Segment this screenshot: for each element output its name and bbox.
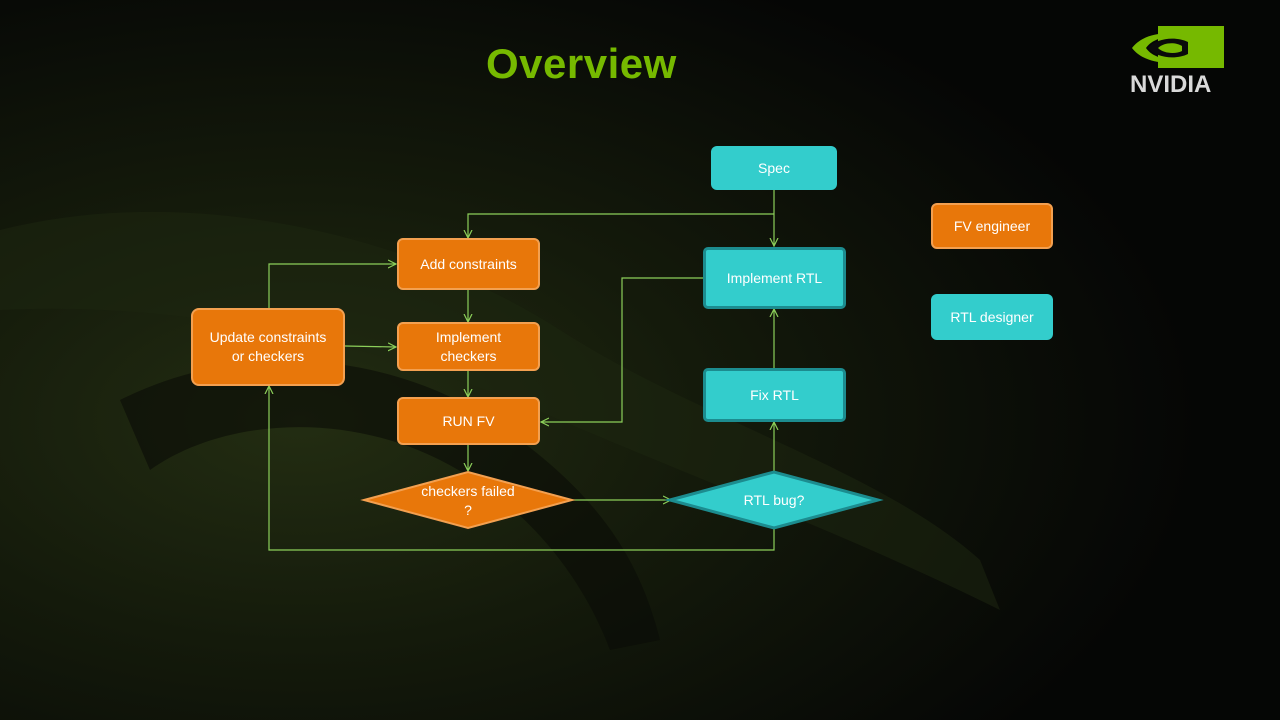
spec-box: Spec: [711, 146, 837, 190]
legend-fv-engineer: FV engineer: [931, 203, 1053, 249]
implement-rtl-label: Implement RTL: [726, 269, 823, 286]
implement-checkers-box: Implement checkers: [397, 322, 540, 371]
fix-rtl-box: Fix RTL: [703, 368, 846, 422]
logo-wordmark: NVIDIA: [1130, 71, 1211, 98]
legend-rtl-designer-label: RTL designer: [950, 308, 1034, 325]
spec-label: Spec: [758, 159, 790, 176]
checkers-failed-label: checkers failed ?: [421, 483, 515, 518]
legend-fv-engineer-label: FV engineer: [953, 217, 1031, 234]
page-title: Overview: [486, 40, 677, 87]
update-constraints-box: Update constraints or checkers: [191, 308, 345, 386]
rtl-bug-label: RTL bug?: [743, 491, 805, 508]
add-constraints-box: Add constraints: [397, 238, 540, 290]
update-constraints-label: Update constraints or checkers: [209, 329, 327, 364]
implement-checkers-label: Implement checkers: [435, 328, 502, 364]
run-fv-label: RUN FV: [442, 412, 495, 429]
legend-rtl-designer: RTL designer: [931, 294, 1053, 340]
run-fv-box: RUN FV: [397, 397, 540, 445]
add-constraints-label: Add constraints: [420, 255, 517, 272]
nvidia-logo: NVIDIA: [1126, 24, 1252, 100]
implement-rtl-box: Implement RTL: [703, 247, 846, 309]
fix-rtl-label: Fix RTL: [750, 386, 799, 403]
